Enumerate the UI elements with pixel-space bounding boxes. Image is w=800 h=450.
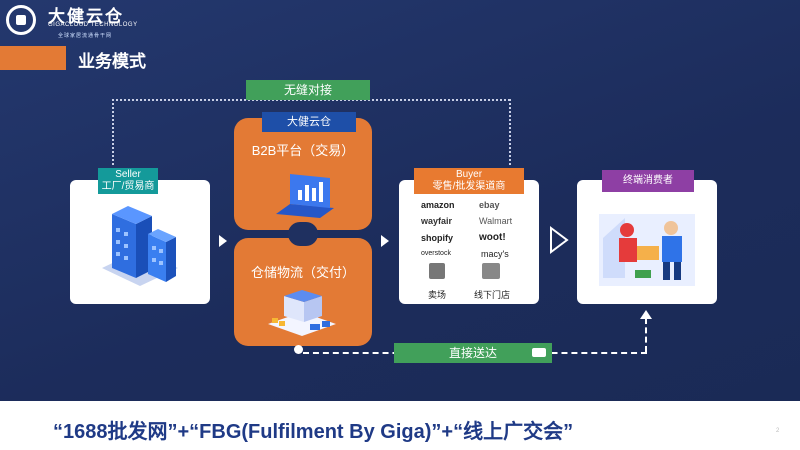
footer-bar [0, 401, 800, 450]
brand-ebay: ebay [479, 200, 500, 210]
seamless-connection-label: 无缝对接 [246, 80, 370, 100]
arrow-right-icon [381, 235, 389, 247]
puzzle-connector [288, 222, 318, 246]
logo-name: 大健云仓 [48, 7, 124, 26]
brand-shopify: shopify [421, 233, 454, 243]
direct-delivery-label: 直接送达 [394, 343, 552, 363]
seller-label-title: Seller [115, 169, 141, 180]
seamless-connector-right [509, 99, 511, 165]
brand-wayfair: wayfair [421, 216, 453, 226]
laptop-chart-icon [276, 174, 334, 218]
arrow-outline-icon [550, 226, 569, 254]
brand-macys: macy's [481, 249, 509, 259]
brand-walmart: Walmart [479, 216, 513, 226]
company-logo: 大健云仓 GIGACLOUD TECHNOLOGY 全球家居流通骨干网 [0, 0, 160, 44]
seller-label: Seller 工厂/贸易商 [98, 168, 158, 194]
direct-delivery-text: 直接送达 [448, 346, 497, 360]
logo-cube-icon [6, 5, 36, 35]
office-building-icon [102, 206, 178, 286]
consumer-card [577, 180, 717, 304]
brand-woot: woot! [479, 232, 506, 243]
b2b-platform-title: B2B平台（交易） [251, 143, 355, 158]
arrow-up-icon [640, 310, 652, 319]
buyer-label-sub: 零售/批发渠道商 [432, 181, 506, 192]
platform-badge: 大健云仓 [262, 112, 356, 132]
seamless-connector-line [112, 99, 510, 101]
page-title: 业务模式 [78, 52, 146, 71]
seamless-connector-left [112, 99, 114, 165]
storefront-icon [482, 263, 500, 279]
direct-path-start-dot [294, 345, 303, 354]
truck-icon [532, 348, 546, 357]
store-bag-icon [429, 263, 445, 279]
direct-delivery-line-up [645, 318, 647, 352]
buyer-label: Buyer 零售/批发渠道商 [414, 168, 524, 194]
warehouse-icon [268, 290, 336, 336]
logo-tagline: 全球家居流通骨干网 [58, 33, 113, 39]
consumer-label: 终端消费者 [602, 170, 694, 192]
delivery-person-icon [599, 214, 695, 286]
arrow-right-icon [219, 235, 227, 247]
buyer-label-title: Buyer [455, 169, 483, 180]
store-label-offline: 线下门店 [473, 290, 510, 300]
logistics-title: 仓储物流（交付） [250, 265, 355, 280]
seller-card [70, 180, 210, 304]
brand-amazon: amazon [421, 200, 455, 210]
store-label-mall: 卖场 [427, 290, 446, 300]
logo-english-name: GIGACLOUD TECHNOLOGY [48, 22, 138, 28]
footer-slogan: “1688批发网”+“FBG(Fulfilment By Giga)”+“线上广… [53, 421, 574, 443]
seller-label-sub: 工厂/贸易商 [101, 181, 155, 192]
title-accent-bar [0, 46, 66, 70]
page-number: 2 [776, 428, 780, 434]
buyer-card: amazon ebay wayfair Walmart shopify woot… [399, 180, 539, 304]
brand-overstock: overstock [421, 250, 451, 257]
